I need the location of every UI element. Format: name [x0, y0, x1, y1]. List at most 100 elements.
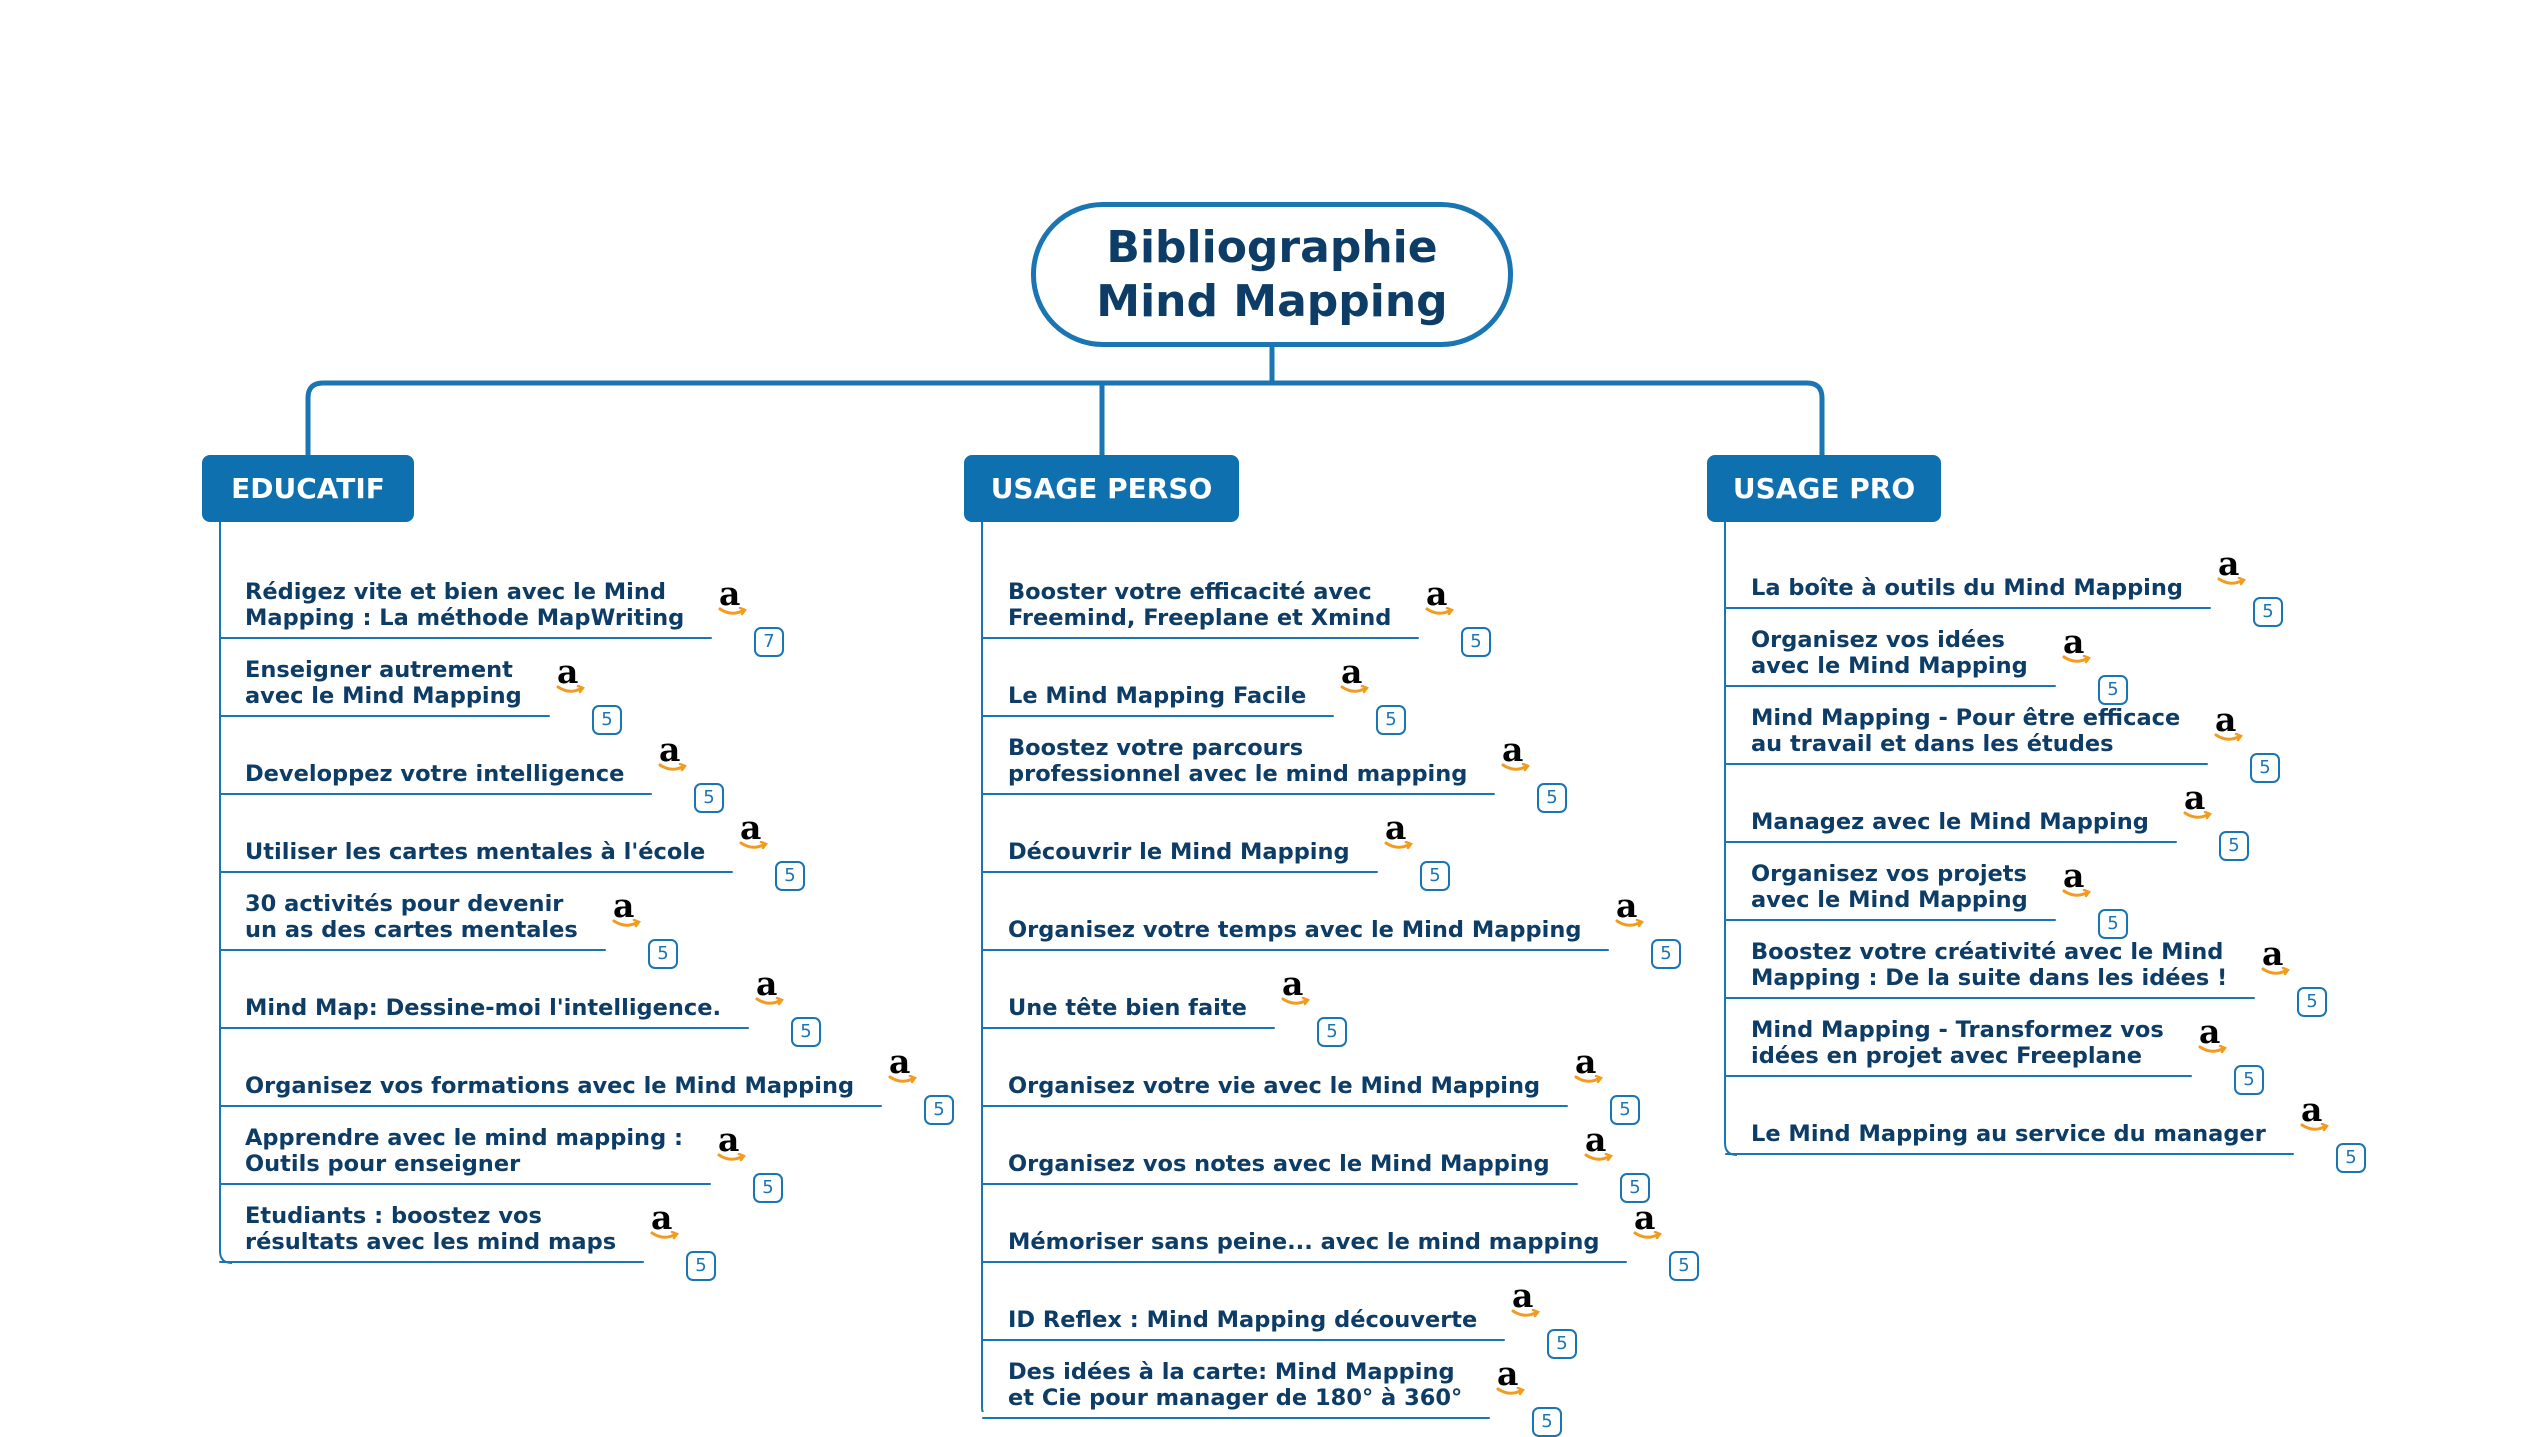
book-item-educatif-7[interactable]: Organisez vos formations avec le Mind Ma…: [219, 1033, 972, 1125]
amazon-icon[interactable]: a: [1501, 733, 1531, 775]
book-item-usage-perso-8[interactable]: Organisez vos notes avec le Mind Mapping…: [982, 1111, 1668, 1203]
amazon-icon[interactable]: a: [2300, 1093, 2330, 1135]
book-underline: [1725, 607, 2211, 609]
amazon-icon[interactable]: a: [888, 1045, 918, 1087]
book-title-line1: Organisez vos idées: [1751, 627, 2005, 653]
branch-educatif[interactable]: EDUCATIF: [202, 455, 414, 522]
book-underline: [219, 1261, 644, 1263]
amazon-icon[interactable]: a: [2261, 937, 2291, 979]
book-title: Organisez votre vie avec le Mind Mapping: [1008, 1073, 1540, 1099]
book-title: Organisez vos formations avec le Mind Ma…: [245, 1073, 854, 1099]
amazon-icon[interactable]: a: [1584, 1123, 1614, 1165]
count-badge: 5: [791, 1017, 821, 1047]
book-title-line1: Boostez votre parcours: [1008, 735, 1304, 761]
amazon-icon[interactable]: a: [718, 577, 748, 619]
branch-usage-perso[interactable]: USAGE PERSO: [964, 455, 1239, 522]
book-title-line1: Enseigner autrement: [245, 657, 513, 683]
book-underline: [1725, 1153, 2294, 1155]
amazon-icon[interactable]: a: [2214, 703, 2244, 745]
book-title-line1: Mind Mapping - Transformez vos: [1751, 1017, 2164, 1043]
amazon-icon[interactable]: a: [658, 733, 688, 775]
root-to-branches-connector: [305, 344, 1825, 461]
book-title: Managez avec le Mind Mapping: [1751, 809, 2149, 835]
root-title-line1: Bibliographie: [1106, 221, 1438, 273]
count-badge: 5: [1620, 1173, 1650, 1203]
count-badge: 5: [1376, 705, 1406, 735]
amazon-icon[interactable]: a: [556, 655, 586, 697]
book-title-line1: Organisez votre vie avec le Mind Mapping: [1008, 1073, 1541, 1099]
count-badge: 5: [924, 1095, 954, 1125]
amazon-icon[interactable]: a: [739, 811, 769, 853]
amazon-icon[interactable]: a: [2183, 781, 2213, 823]
book-item-usage-perso-9[interactable]: Mémoriser sans peine... avec le mind map…: [982, 1189, 1717, 1281]
book-title-line1: Organisez vos notes avec le Mind Mapping: [1008, 1151, 1550, 1177]
book-title-line1: Apprendre avec le mind mapping :: [245, 1125, 684, 1151]
amazon-icon[interactable]: a: [1340, 655, 1370, 697]
book-underline: [982, 793, 1495, 795]
book-item-usage-perso-7[interactable]: Organisez votre vie avec le Mind Mapping…: [982, 1033, 1658, 1125]
book-underline: [219, 637, 712, 639]
book-title-line1: Developpez votre intelligence: [245, 761, 625, 787]
book-underline: [1725, 763, 2208, 765]
count-badge: 7: [754, 627, 784, 657]
count-badge: 5: [2098, 675, 2128, 705]
amazon-icon[interactable]: a: [2217, 547, 2247, 589]
amazon-icon[interactable]: a: [1281, 967, 1311, 1009]
book-title-line1: Managez avec le Mind Mapping: [1751, 809, 2149, 835]
book-underline: [982, 1261, 1627, 1263]
amazon-icon[interactable]: a: [1425, 577, 1455, 619]
amazon-icon[interactable]: a: [612, 889, 642, 931]
branch-usage-pro[interactable]: USAGE PRO: [1707, 455, 1941, 522]
amazon-icon[interactable]: a: [755, 967, 785, 1009]
root-node[interactable]: Bibliographie Mind Mapping: [1031, 202, 1513, 347]
amazon-icon[interactable]: a: [1615, 889, 1645, 931]
book-title-line1: Des idées à la carte: Mind Mapping: [1008, 1359, 1455, 1385]
amazon-icon[interactable]: a: [1574, 1045, 1604, 1087]
count-badge: 5: [1651, 939, 1681, 969]
amazon-icon[interactable]: a: [1496, 1357, 1526, 1399]
book-title-line2: avec le Mind Mapping: [1751, 887, 2028, 913]
book-item-educatif-8[interactable]: Apprendre avec le mind mapping :Outils p…: [219, 1111, 801, 1203]
amazon-icon[interactable]: a: [1633, 1201, 1663, 1243]
book-title: Organisez vos notes avec le Mind Mapping: [1008, 1151, 1550, 1177]
amazon-icon[interactable]: a: [650, 1201, 680, 1243]
amazon-icon[interactable]: a: [717, 1123, 747, 1165]
amazon-icon[interactable]: a: [2062, 625, 2092, 667]
book-title-line1: Organisez vos projets: [1751, 861, 2027, 887]
book-title-line1: Etudiants : boostez vos: [245, 1203, 542, 1229]
amazon-icon[interactable]: a: [1511, 1279, 1541, 1321]
book-underline: [982, 715, 1334, 717]
book-item-usage-perso-5[interactable]: Organisez votre temps avec le Mind Mappi…: [982, 877, 1699, 969]
amazon-icon[interactable]: a: [1384, 811, 1414, 853]
amazon-icon[interactable]: a: [2062, 859, 2092, 901]
amazon-icon[interactable]: a: [2198, 1015, 2228, 1057]
